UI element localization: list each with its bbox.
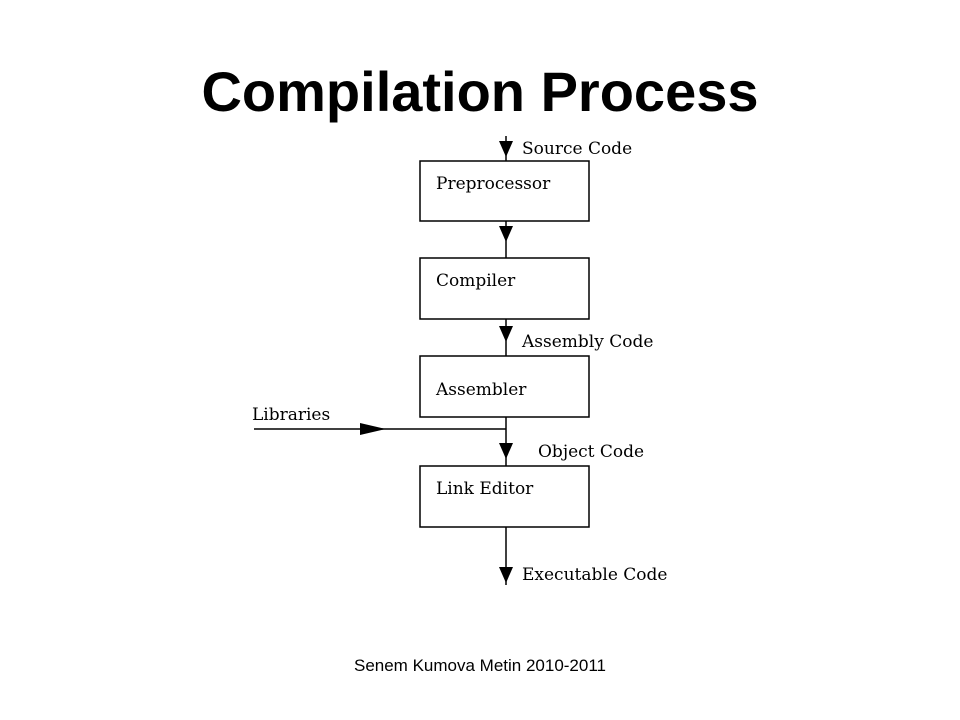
compiler-box	[419, 257, 590, 320]
arrowhead-object	[499, 443, 513, 459]
stage-label-preprocessor: Preprocessor	[436, 174, 551, 194]
libraries-arrowhead	[360, 423, 386, 435]
arrowhead-source	[499, 141, 513, 157]
flow-label-executable-code: Executable Code	[522, 565, 667, 585]
flow-label-object-code: Object Code	[538, 442, 644, 462]
arrowhead-executable	[499, 567, 513, 583]
arrowhead-compiler	[499, 226, 513, 242]
assembler-box	[419, 355, 590, 418]
preprocessor-box	[419, 160, 590, 222]
stage-label-compiler: Compiler	[436, 271, 516, 291]
link-editor-box	[419, 465, 590, 528]
arrowhead-assembler	[499, 326, 513, 342]
side-input-label-libraries: Libraries	[252, 405, 330, 425]
stage-label-link-editor: Link Editor	[436, 479, 534, 499]
stage-label-assembler: Assembler	[435, 380, 527, 400]
flow-label-source-code: Source Code	[522, 139, 632, 159]
flow-label-assembly-code: Assembly Code	[521, 332, 653, 352]
slide-title: Compilation Process	[201, 60, 759, 123]
slide-footer: Senem Kumova Metin 2010-2011	[353, 656, 606, 675]
